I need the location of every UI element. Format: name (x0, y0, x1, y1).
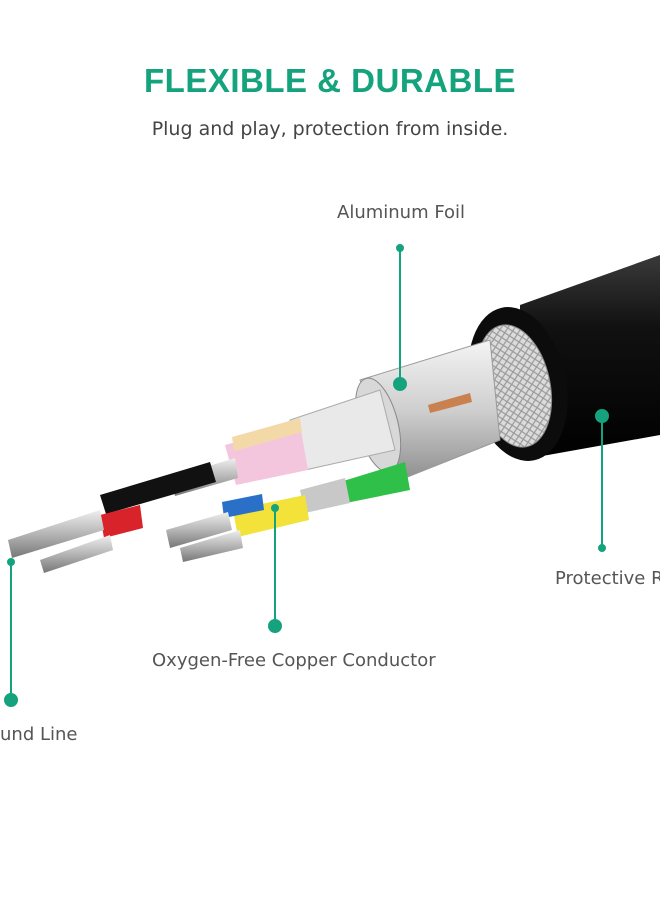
aluminum-foil-core (289, 339, 501, 481)
inner-pair-colored (166, 462, 410, 562)
aluminum-foil-label: Aluminum Foil (337, 202, 466, 223)
feature-heading: FLEXIBLE & DURABLE (144, 62, 516, 99)
ground-line-label: und Line (0, 724, 78, 745)
inner-pair-black-red (8, 462, 216, 573)
callout-leaders (4, 244, 609, 707)
copper-strands (428, 393, 472, 413)
protective-label: Protective R (555, 568, 660, 589)
conductor-label: Oxygen-Free Copper Conductor (152, 650, 436, 671)
feature-subheading: Plug and play, protection from inside. (151, 118, 509, 140)
